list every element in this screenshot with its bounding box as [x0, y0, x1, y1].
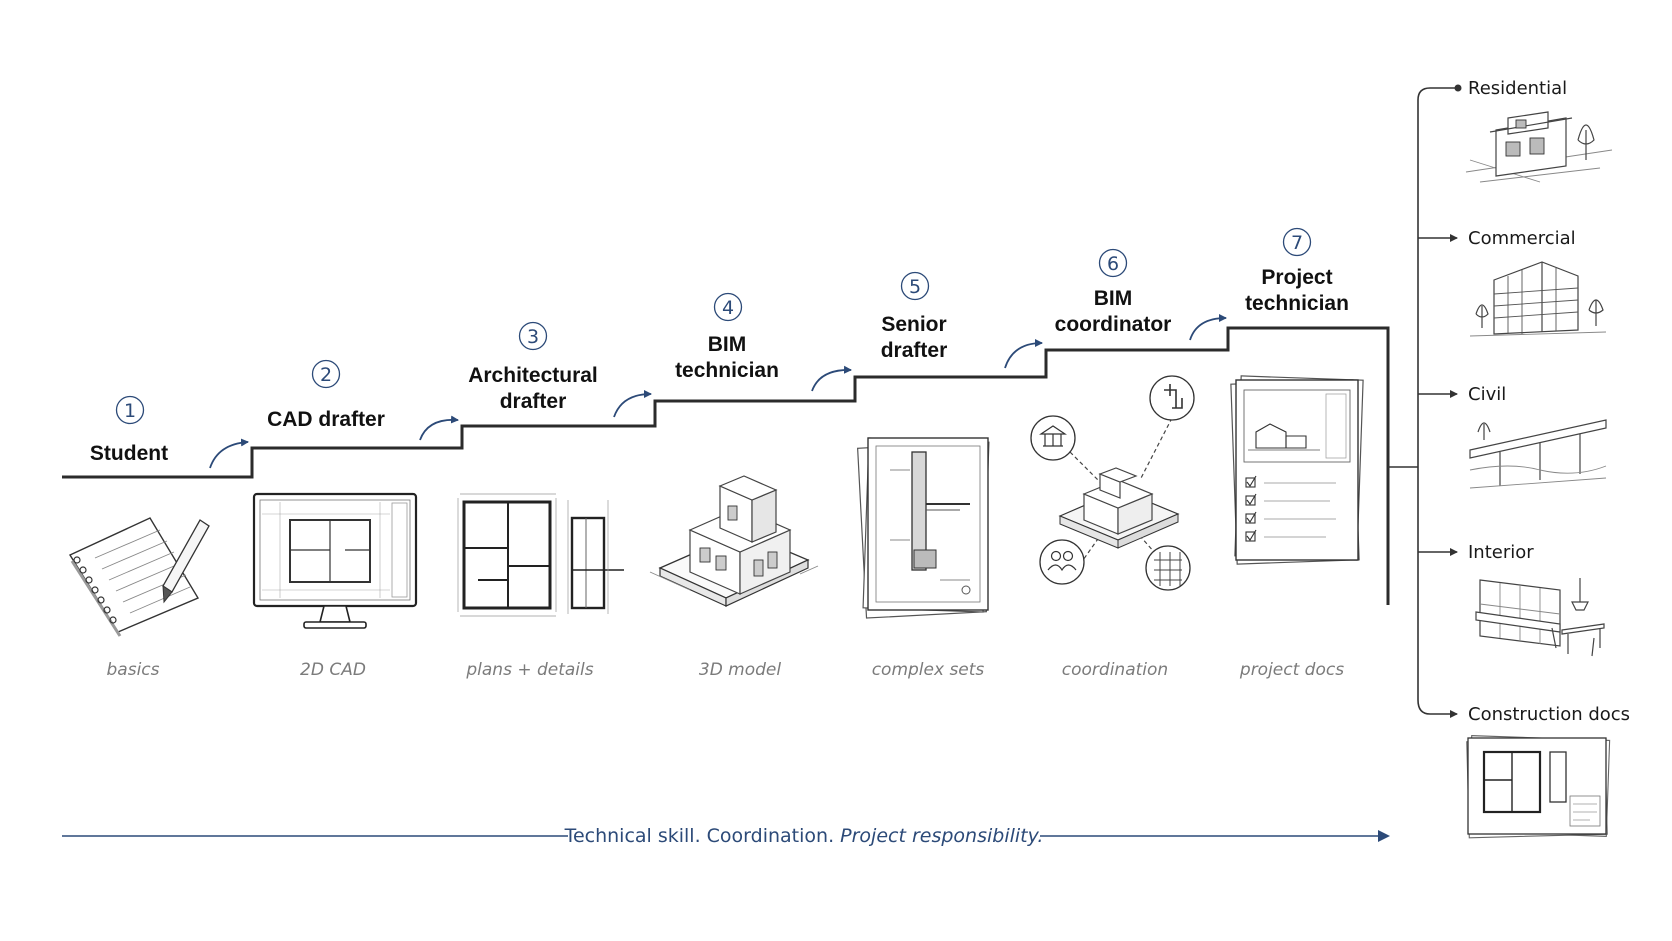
svg-text:1: 1	[124, 400, 136, 422]
step-number-6: 6	[1098, 248, 1128, 278]
step-caption-3: plans + details	[465, 660, 593, 680]
step-number-1: 1	[115, 395, 145, 425]
tagline-part-1: Technical skill. Coordination.	[564, 825, 841, 847]
step-caption-7: project docs	[1239, 660, 1344, 680]
step-caption-6: coordination	[1062, 660, 1168, 680]
civil-bridge-sketch-icon	[1469, 419, 1607, 489]
step-title-3b: drafter	[500, 390, 567, 413]
step-title-4b: technician	[675, 359, 779, 382]
step-arrow-3	[613, 390, 652, 418]
career-staircase-line	[62, 326, 1390, 605]
step-title-5a: Senior	[881, 313, 946, 336]
step-number-7: 7	[1282, 227, 1312, 257]
step-arrow-1	[209, 438, 249, 469]
progress-arrow: Technical skill. Coordination. Project r…	[62, 825, 1390, 847]
step-title-5b: drafter	[881, 339, 948, 362]
svg-text:4: 4	[722, 297, 734, 319]
step-number-5: 5	[900, 271, 930, 301]
step-number-4: 4	[713, 292, 743, 322]
svg-text:2: 2	[320, 364, 332, 386]
cad-monitor-icon	[252, 492, 418, 629]
construction-drawing-sheets-icon	[1466, 735, 1611, 839]
step-caption-5: complex sets	[872, 660, 985, 680]
step-arrow-4	[811, 365, 852, 392]
bim-coordination-icon	[1030, 375, 1195, 591]
svg-text:3: 3	[527, 326, 539, 348]
isometric-building-icon	[649, 475, 819, 607]
step-title-1: Student	[90, 442, 168, 465]
step-arrow-5	[1004, 339, 1043, 369]
step-captions: basics 2D CAD plans + details 3D model c…	[107, 660, 1345, 680]
svg-text:5: 5	[909, 276, 921, 298]
interior-kitchen-sketch-icon	[1475, 578, 1605, 657]
step-title-6a: BIM	[1094, 287, 1133, 310]
drawing-sheets-icon	[857, 437, 990, 619]
branch-label-civil: Civil	[1468, 384, 1506, 405]
svg-text:6: 6	[1107, 253, 1119, 275]
step-title-7a: Project	[1261, 266, 1332, 289]
residential-house-sketch-icon	[1465, 111, 1613, 183]
step-arrow-2	[419, 415, 459, 441]
svg-text:7: 7	[1291, 232, 1303, 254]
floor-plans-icon	[457, 493, 624, 617]
progress-tagline: Technical skill. Coordination. Project r…	[564, 825, 1044, 847]
step-title-7b: technician	[1245, 292, 1349, 315]
branch-label-interior: Interior	[1468, 542, 1534, 563]
branch-connectors	[1388, 87, 1458, 718]
branch-label-construction-docs: Construction docs	[1468, 704, 1630, 725]
branch-dot	[1454, 84, 1462, 92]
step-title-6b: coordinator	[1055, 313, 1172, 336]
step-caption-1: basics	[107, 660, 160, 680]
step-caption-2: 2D CAD	[300, 660, 366, 680]
branch-labels: Residential Commercial Civil Interior Co…	[1468, 78, 1630, 725]
step-title-2: CAD drafter	[267, 408, 385, 431]
step-number-3: 3	[518, 321, 548, 351]
step-numbers: 1 2 3 4 5 6 7	[115, 227, 1312, 425]
step-arrows	[209, 314, 1227, 469]
branch-label-commercial: Commercial	[1468, 228, 1576, 249]
step-arrow-6	[1189, 314, 1227, 341]
step-number-2: 2	[311, 359, 341, 389]
step-title-3a: Architectural	[468, 364, 598, 387]
branch-label-residential: Residential	[1468, 78, 1567, 99]
step-title-4a: BIM	[708, 333, 747, 356]
tagline-part-2: Project responsibility.	[840, 825, 1043, 847]
step-titles: Student CAD drafter Architectural drafte…	[90, 266, 1349, 465]
step-caption-4: 3D model	[699, 660, 782, 680]
project-docs-icon	[1230, 375, 1364, 565]
commercial-building-sketch-icon	[1469, 261, 1607, 337]
notebook-pencil-icon	[68, 517, 210, 637]
